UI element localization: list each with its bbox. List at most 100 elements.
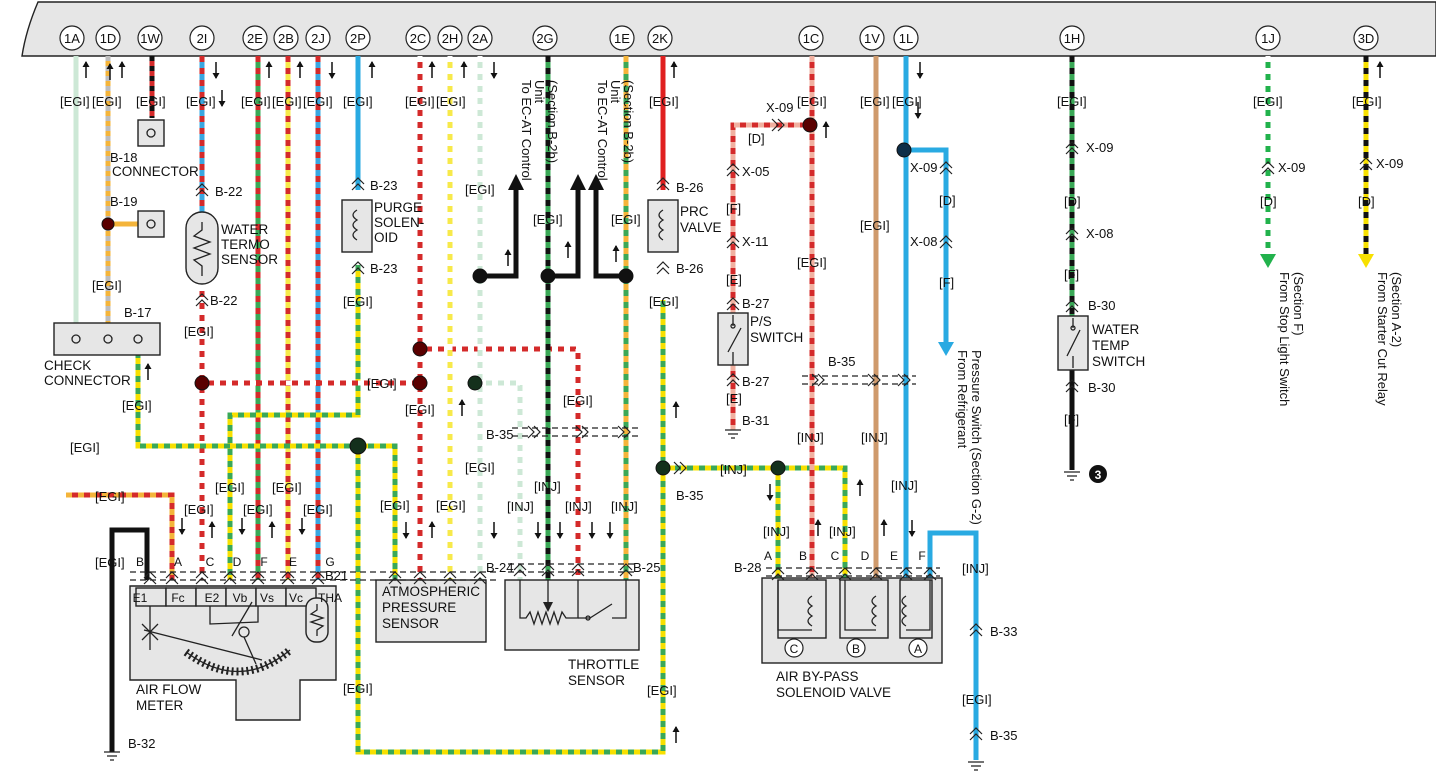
conn-x05: X-05 xyxy=(742,164,769,179)
connector-chevron xyxy=(656,261,670,275)
splice-1l xyxy=(896,142,912,158)
arrowhead-stoplight xyxy=(1260,254,1276,268)
tag-2k-egi: [EGI] xyxy=(649,94,679,109)
b18-caption: CONNECTOR xyxy=(112,164,199,179)
tag-1h-egi: [EGI] xyxy=(1057,94,1087,109)
tag-thr-inj-3: [INJ] xyxy=(565,499,592,514)
connector-chevron xyxy=(869,567,883,581)
tag-afm-egi-6: [EGI] xyxy=(303,502,333,517)
tag-2p-egi-2: [EGI] xyxy=(343,294,373,309)
splice-ecat-1 xyxy=(472,268,488,284)
connector-chevron xyxy=(1065,299,1079,313)
direction-arrow xyxy=(238,518,246,535)
bus-circle-2j xyxy=(305,25,331,51)
conn-b21: B21 xyxy=(325,568,348,583)
bus-label-1c: 1C xyxy=(803,31,820,46)
direction-arrow xyxy=(458,399,466,416)
bus-circle-2a xyxy=(467,25,493,51)
bus-label-2i: 2I xyxy=(197,31,208,46)
tag-1h-f-2: [F] xyxy=(1064,412,1079,427)
arrowhead-refrigerant xyxy=(938,342,954,356)
flow-arrow-1l xyxy=(916,62,924,79)
air-flow-meter xyxy=(129,585,337,721)
connector-chevron xyxy=(673,461,687,475)
ecat-link-2 xyxy=(548,188,581,279)
direction-arrow xyxy=(268,521,276,538)
tag-thr-inj-4: [INJ] xyxy=(611,499,638,514)
connector-chevron xyxy=(805,567,819,581)
connector-chevron xyxy=(771,567,785,581)
conn-b22-a: B-22 xyxy=(215,184,242,199)
direction-arrow xyxy=(178,518,186,535)
connector-chevron xyxy=(726,373,740,387)
flow-arrow-2b xyxy=(296,61,304,78)
direction-arrow xyxy=(766,484,774,501)
wire-2p xyxy=(227,56,361,580)
tag-afm-egi-2: [EGI] xyxy=(184,502,214,517)
tag-abp-inj-0: [INJ] xyxy=(720,462,747,477)
conn-b24: B-24 xyxy=(486,560,513,575)
afm-terminal: Fc xyxy=(171,591,184,605)
direction-arrow xyxy=(218,90,226,107)
direction-arrow xyxy=(588,522,596,539)
tag-1d-egi: [EGI] xyxy=(92,94,122,109)
tag-2e-egi: [EGI] xyxy=(241,94,271,109)
conn-b28: B-28 xyxy=(734,560,761,575)
connector-chevron xyxy=(351,177,365,191)
tag-3d-d: [D] xyxy=(1358,194,1375,209)
flow-arrow-2h xyxy=(460,61,468,78)
conn-b17: B-17 xyxy=(124,305,151,320)
flow-arrow-2j xyxy=(328,62,336,79)
bus-label-1w: 1W xyxy=(140,31,160,46)
direction-arrow xyxy=(534,522,542,539)
throttle-sensor xyxy=(504,579,640,651)
connector-chevron xyxy=(165,571,179,585)
connector-chevron xyxy=(867,373,881,387)
tag-1l-f: [F] xyxy=(939,275,954,290)
connector-chevron xyxy=(838,567,852,581)
tag-2g-egi: [EGI] xyxy=(533,212,563,227)
b35-band-left xyxy=(512,427,640,437)
b35-band-right xyxy=(802,375,916,385)
bus-label-1e: 1E xyxy=(614,31,630,46)
stoplight-note: From Stop Light Switch(Section F) xyxy=(1277,272,1306,406)
connector-chevron xyxy=(939,235,953,249)
abp-coil-circle xyxy=(784,638,804,658)
arrowhead-startercut xyxy=(1358,254,1374,268)
direction-arrow xyxy=(672,726,680,743)
tag-ps-e-2: [E] xyxy=(726,391,742,406)
splice-2c-a xyxy=(412,341,428,357)
afm-pin-letter: B xyxy=(136,555,144,569)
tag-abp-inj-1: [INJ] xyxy=(763,524,790,539)
connector-chevron xyxy=(923,567,937,581)
flow-arrow-2p xyxy=(368,61,376,78)
bus-label-2h: 2H xyxy=(442,31,459,46)
connector-chevron xyxy=(388,571,402,585)
tag-2b-egi: [EGI] xyxy=(272,94,302,109)
wire-ground-bus xyxy=(135,300,848,755)
conn-b35-d: B-35 xyxy=(990,728,1017,743)
bus-label-1v: 1V xyxy=(864,31,880,46)
tag-abp-inj-5: [INJ] xyxy=(891,478,918,493)
flow-arrow-1a xyxy=(82,61,90,78)
direction-arrow xyxy=(814,519,822,536)
splice-ecat-3 xyxy=(618,268,634,284)
connector-chevron xyxy=(541,563,555,577)
bus-label-1a: 1A xyxy=(64,31,80,46)
tag-atm-egi-2: [EGI] xyxy=(436,498,466,513)
connector-chevron xyxy=(1261,161,1275,175)
tag-abp-inj-4: [INJ] xyxy=(861,430,888,445)
splice-2k xyxy=(655,460,671,476)
wire-afm-ground xyxy=(109,527,150,752)
abp-coil-circle xyxy=(846,638,866,658)
bus-circle-1v xyxy=(859,25,885,51)
wire-2c xyxy=(417,56,581,580)
tag-ps-d: [D] xyxy=(748,131,765,146)
bus-circle-1h xyxy=(1059,25,1085,51)
